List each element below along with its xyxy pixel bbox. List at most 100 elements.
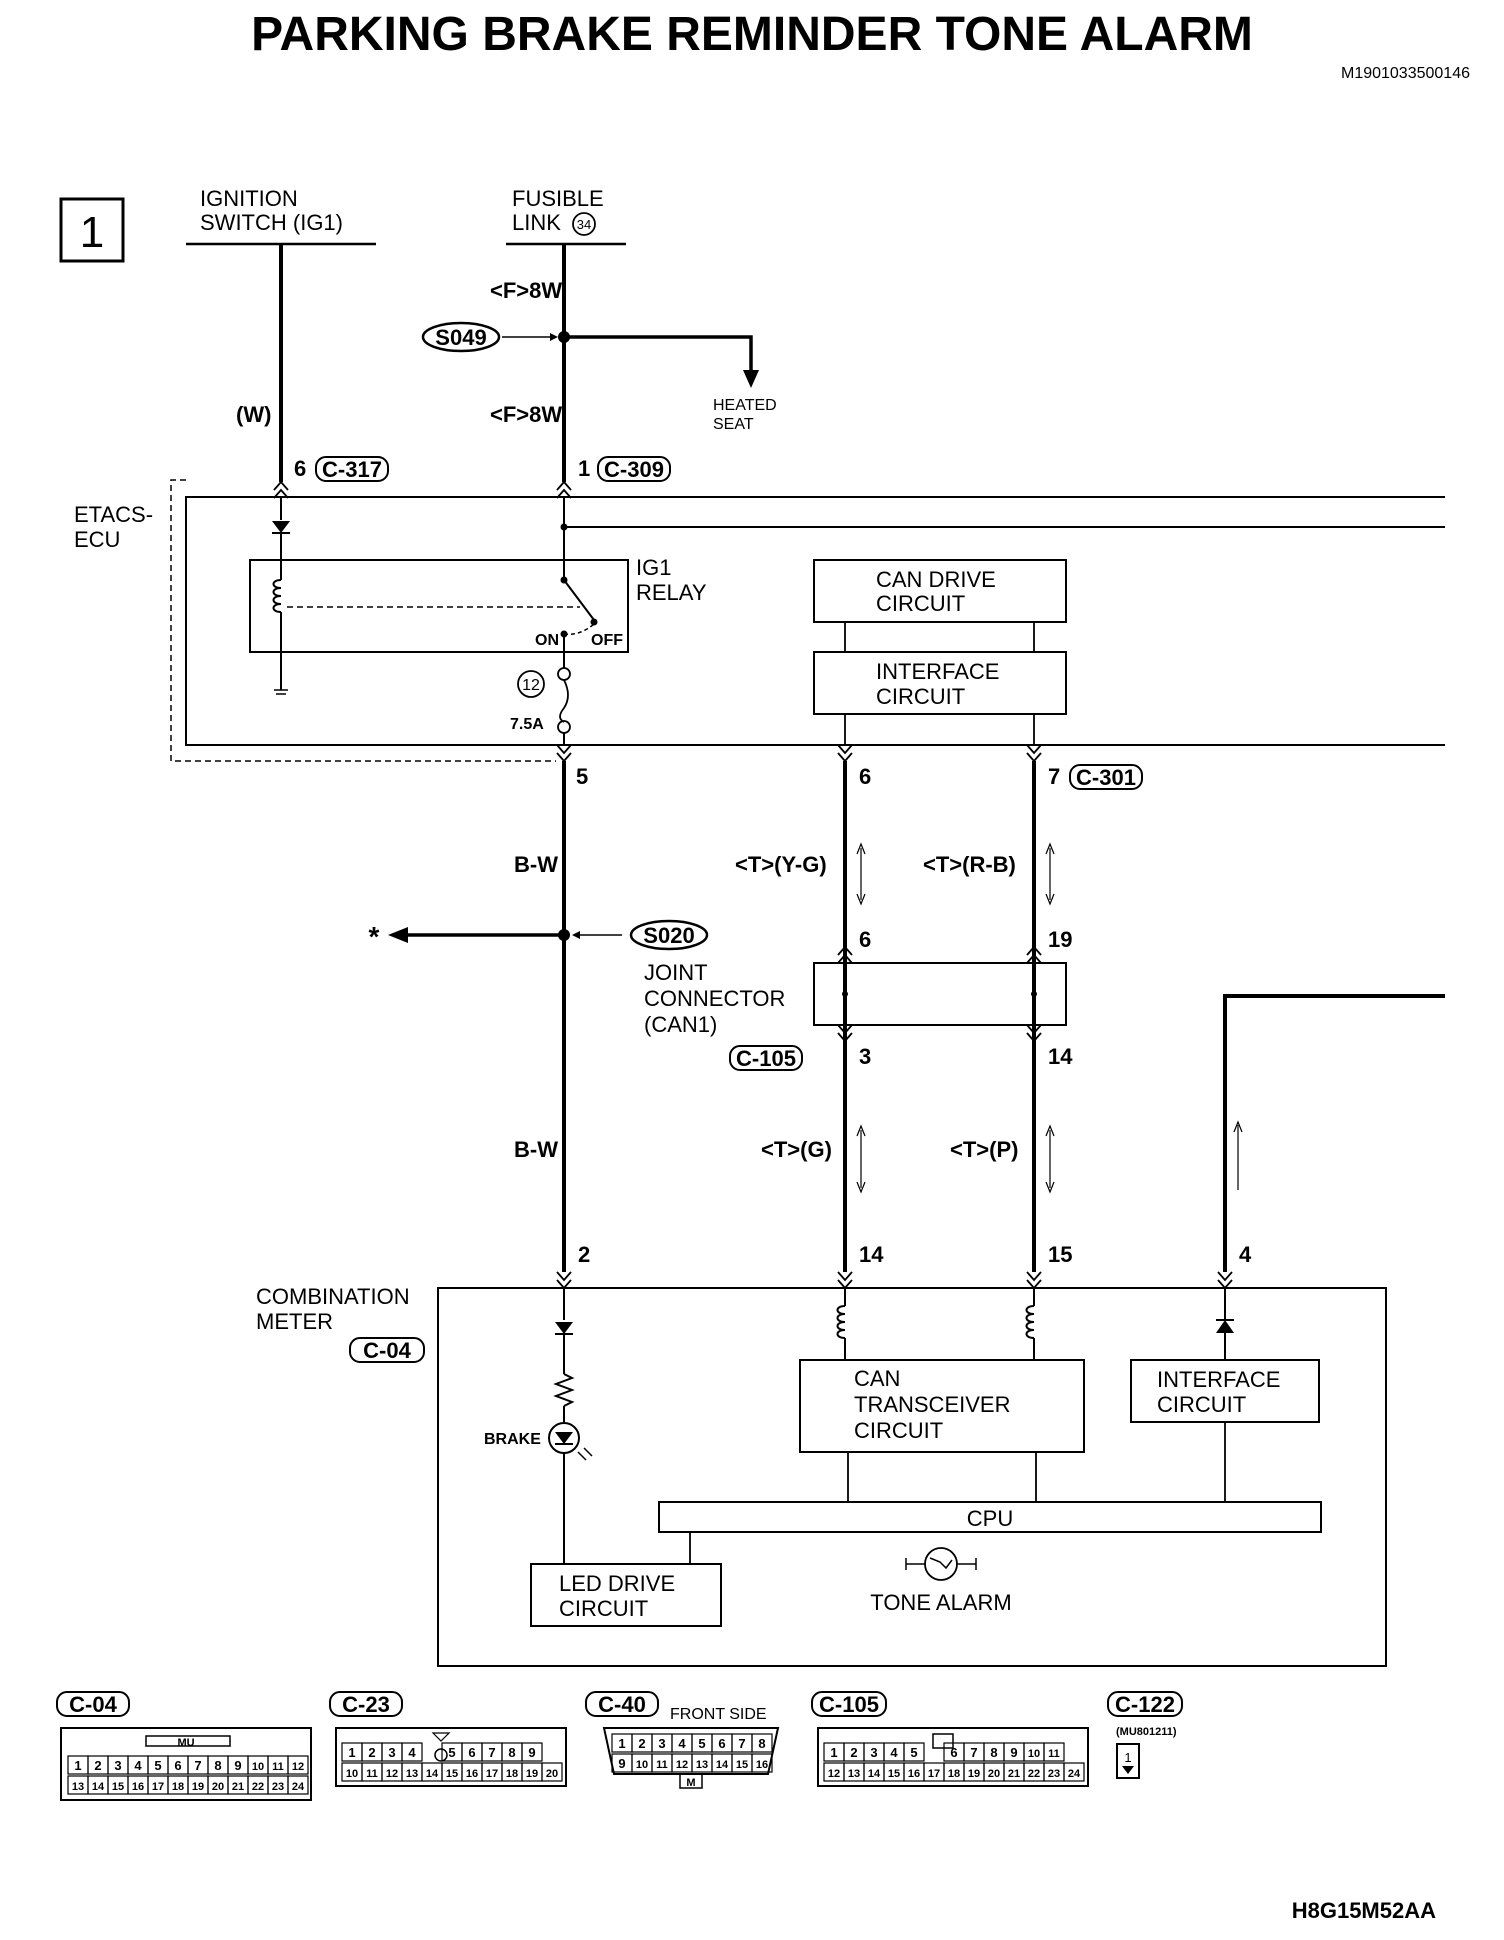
figure-code: H8G15M52AA — [1292, 1898, 1436, 1923]
connector-pin-cell: 19 — [187, 1775, 209, 1795]
connector-pin-cell: 3 — [381, 1742, 403, 1762]
connector-pin-cell: 8 — [751, 1733, 773, 1753]
connector-pin-cell: 23 — [267, 1775, 289, 1795]
connector-pin-cell: 22 — [1023, 1762, 1045, 1782]
wire-label-f8w-lower: <F>8W — [490, 402, 562, 427]
meter-interface-label-1: INTERFACE — [1157, 1367, 1280, 1392]
can-transceiver-label-3: CIRCUIT — [854, 1418, 943, 1443]
wire-label-t-yg: <T>(Y-G) — [735, 852, 827, 877]
connector-pin-number: 5 — [448, 1745, 455, 1760]
connector-pin-cell: 17 — [147, 1775, 169, 1795]
connector-pin-number: 17 — [928, 1768, 940, 1780]
pin-15: 15 — [1048, 1242, 1072, 1267]
connector-pin-number: 6 — [174, 1758, 181, 1773]
connector-pin-number: 17 — [486, 1768, 498, 1780]
connector-pin-cell: 16 — [903, 1762, 925, 1782]
brake-led-label: BRAKE — [484, 1431, 541, 1448]
heated-seat-branch: HEATED SEAT — [564, 335, 777, 433]
connector-pin-cell: 13 — [401, 1762, 423, 1782]
connector-pin-cell: 12 — [287, 1755, 309, 1775]
connector-pin-cell: 12 — [671, 1753, 693, 1773]
connector-pin-number: 23 — [1048, 1768, 1060, 1780]
page-number: 1 — [80, 208, 104, 257]
connector-pin-number: 24 — [292, 1781, 305, 1793]
connector-pin-number: 21 — [1008, 1768, 1020, 1780]
connector-pin-number: 10 — [1028, 1748, 1040, 1760]
connector-pin-number: 10 — [636, 1759, 648, 1771]
connector-pin-cell: 24 — [1063, 1762, 1085, 1782]
joint-label-3: (CAN1) — [644, 1012, 717, 1037]
etacs-ecu-block: ETACS- ECU IG1 RELAY ON OFF — [74, 479, 1445, 763]
connector-pin-cell: 14 — [421, 1762, 443, 1782]
pin-1-c309: 1 — [578, 456, 590, 481]
connector-pin-number: 5 — [910, 1745, 917, 1760]
connector-pin-cell: 19 — [963, 1762, 985, 1782]
connector-pin-cell: 15 — [883, 1762, 905, 1782]
led-drive-label-2: CIRCUIT — [559, 1596, 648, 1621]
connector-pin-number: 3 — [658, 1736, 665, 1751]
can-drive-box — [813, 559, 1067, 623]
connector-pin-cell: 23 — [1043, 1762, 1065, 1782]
connector-view-c23-name: C-23 — [342, 1692, 390, 1717]
page-title: PARKING BRAKE REMINDER TONE ALARM — [251, 8, 1253, 61]
wire-label-bw-lower: B-W — [514, 1137, 558, 1162]
connector-pin-number: 7 — [194, 1758, 201, 1773]
connector-c317-label: C-317 — [322, 457, 382, 482]
connector-pin-number: 14 — [868, 1768, 881, 1780]
connector-pin-cell: 3 — [651, 1733, 673, 1753]
connector-pin-cell: 9 — [227, 1755, 249, 1775]
connector-pin-cell: 9 — [611, 1753, 633, 1773]
connector-pin-number: 14 — [426, 1768, 439, 1780]
connector-c317-tag: C-317 — [315, 456, 389, 482]
branch-star: * — [369, 921, 380, 952]
connector-pin-number: 8 — [508, 1745, 515, 1760]
connector-pin-cell: 12 — [381, 1762, 403, 1782]
connector-pin-number: 15 — [446, 1768, 458, 1780]
connector-pin-cell: 2 — [843, 1742, 865, 1762]
connector-c105-label: C-105 — [736, 1046, 796, 1071]
wire-label-t-rb: <T>(R-B) — [923, 852, 1016, 877]
connector-c309-tag: C-309 — [597, 456, 671, 482]
connector-pin-number: 8 — [990, 1745, 997, 1760]
connector-pin-number: 16 — [908, 1768, 920, 1780]
connector-pin-number: 1 — [830, 1745, 837, 1760]
connector-pin-cell: 20 — [983, 1762, 1005, 1782]
connector-pin-cell: 2 — [87, 1755, 109, 1775]
connector-pin-cell: 1 — [341, 1742, 363, 1762]
connector-pin-cell: 13 — [691, 1753, 713, 1773]
splice-s020-label: S020 — [643, 923, 694, 948]
ignition-label-2: SWITCH (IG1) — [200, 210, 343, 235]
connector-pin-number: 15 — [112, 1781, 124, 1793]
connector-pin-number: 9 — [528, 1745, 535, 1760]
connector-c301-tag: C-301 — [1069, 764, 1143, 790]
connector-pin-cell: 7 — [187, 1755, 209, 1775]
connector-pin-number: 11 — [272, 1761, 284, 1773]
connector-pin-number: 15 — [888, 1768, 900, 1780]
connector-pin-cell: 13 — [67, 1775, 89, 1795]
connector-view-c04-tag: MU — [177, 1737, 194, 1749]
connector-pin-number: 22 — [1028, 1768, 1040, 1780]
connector-c309-label: C-309 — [604, 457, 664, 482]
connector-pin-number: 12 — [292, 1761, 304, 1773]
connector-pin-cell: 15 — [107, 1775, 129, 1795]
connector-pin-number: 12 — [828, 1768, 840, 1780]
connector-pin-number: 11 — [656, 1759, 668, 1771]
connector-pin-cell: 19 — [521, 1762, 543, 1782]
connector-pin-cell: 8 — [501, 1742, 523, 1762]
connector-pin-number: 13 — [848, 1768, 860, 1780]
fuse-amp: 7.5A — [510, 716, 544, 733]
connector-pin-cell: 1 — [611, 1733, 633, 1753]
connector-view-c40-name: C-40 — [598, 1692, 646, 1717]
connector-pin-number: 17 — [152, 1781, 164, 1793]
doc-code: M1901033500146 — [1341, 65, 1470, 82]
connector-pin-number: 8 — [758, 1736, 765, 1751]
pin-6-joint: 6 — [859, 927, 871, 952]
joint-label-1: JOINT — [644, 960, 708, 985]
connector-pin-number: 19 — [192, 1781, 204, 1793]
connector-pin-cell: 11 — [267, 1755, 289, 1775]
connector-pin-number: 1 — [618, 1736, 625, 1751]
connector-pin-number: 16 — [132, 1781, 144, 1793]
